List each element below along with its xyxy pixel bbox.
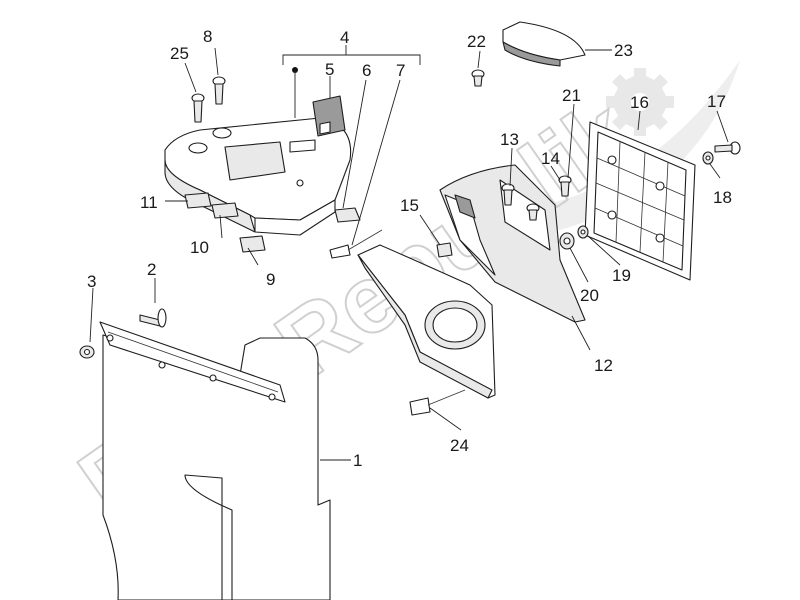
callout-6: 6 — [362, 61, 371, 80]
part-21-screw — [526, 203, 540, 221]
callout-7: 7 — [396, 61, 405, 80]
part-7-rivet — [329, 229, 383, 259]
callout-15: 15 — [400, 196, 419, 215]
part-6-clip-nut — [334, 207, 361, 223]
callout-11: 11 — [140, 193, 158, 212]
part-11-clip-nut — [184, 192, 212, 209]
part-5-reflector — [312, 95, 346, 137]
callout-21: 21 — [562, 86, 581, 105]
part-24-rivet — [409, 389, 466, 416]
callout-18: 18 — [713, 188, 732, 207]
part-20-nut — [559, 232, 575, 250]
watermark-gear-icon — [606, 68, 674, 136]
rear-carrier-assembly — [164, 117, 352, 236]
callout-17: 17 — [707, 92, 726, 111]
callout-5: 5 — [325, 60, 334, 79]
part-9-clip-nut — [239, 235, 266, 253]
part-16-plate-bracket — [584, 121, 696, 281]
callout-13: 13 — [500, 130, 519, 149]
callout-19: 19 — [612, 266, 631, 285]
callout-4: 4 — [340, 28, 349, 47]
callout-20: 20 — [580, 286, 599, 305]
part-2-screw — [139, 308, 167, 328]
part-10-clip-nut — [211, 202, 239, 219]
part-3-nut — [79, 345, 95, 359]
leader-lines — [89, 45, 729, 461]
part-17-screw — [714, 141, 741, 155]
part-18-washer — [702, 151, 714, 165]
callout-labels: 1 2 3 4 5 6 7 8 9 10 11 12 13 14 15 16 1… — [87, 27, 732, 470]
callout-9: 9 — [266, 270, 275, 289]
callout-12: 12 — [594, 356, 613, 375]
callout-10: 10 — [190, 238, 209, 257]
callout-25: 25 — [170, 44, 189, 63]
part-13-screw — [501, 183, 515, 206]
callout-1: 1 — [353, 451, 362, 470]
callout-16: 16 — [630, 93, 649, 112]
callout-14: 14 — [541, 149, 560, 168]
part-19-washer — [577, 225, 589, 239]
part-12-plate-holder — [439, 164, 586, 323]
part-8-screw — [212, 76, 226, 105]
part-23-light-cover — [502, 21, 586, 67]
callout-2: 2 — [147, 260, 156, 279]
lower-plate-panel — [357, 244, 496, 399]
callout-3: 3 — [87, 272, 96, 291]
callout-23: 23 — [614, 41, 633, 60]
part-15-nut — [436, 242, 453, 258]
part-22-screw — [471, 69, 485, 87]
part-25-screw — [191, 93, 205, 123]
callout-8: 8 — [203, 27, 212, 46]
part-1-mudflap — [99, 321, 331, 600]
callout-22: 22 — [467, 32, 486, 51]
callout-24: 24 — [450, 436, 469, 455]
